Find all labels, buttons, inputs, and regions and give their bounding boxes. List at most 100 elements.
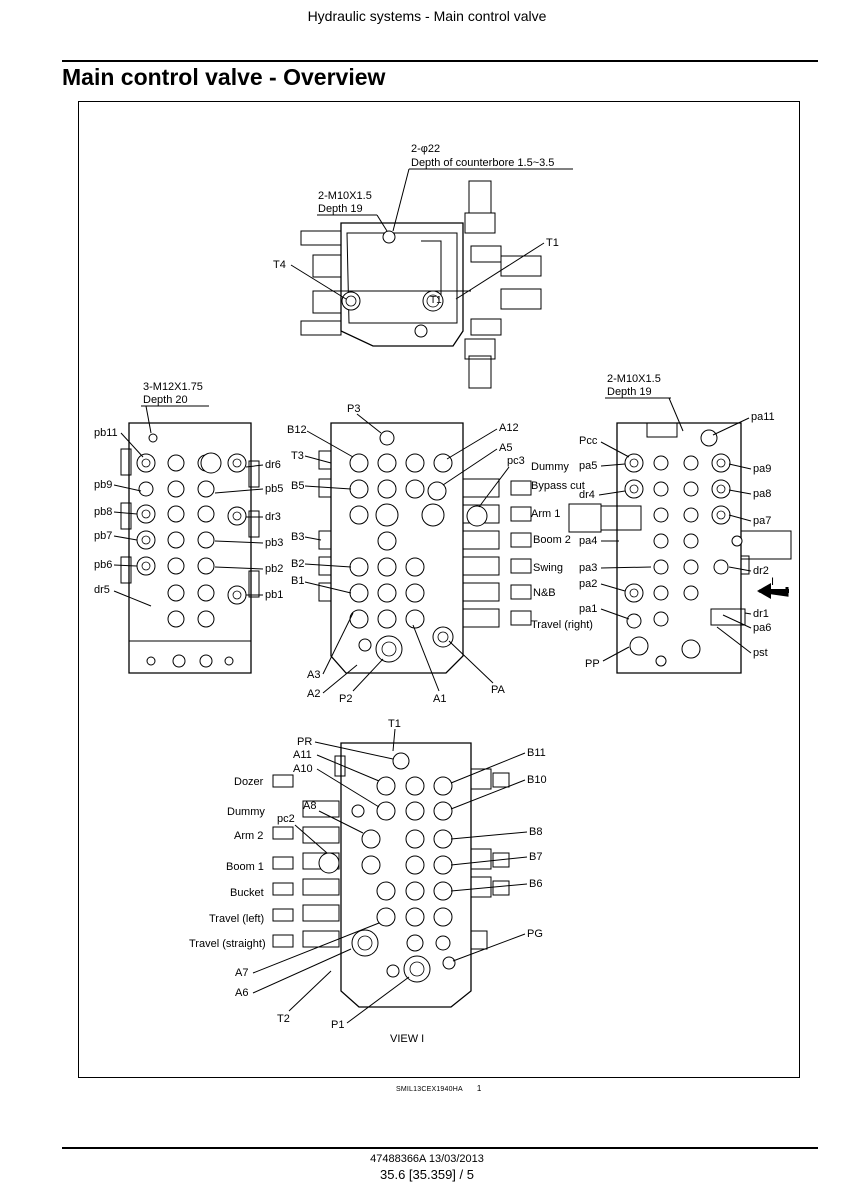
left-label-dr6: dr6: [265, 459, 281, 471]
view-arrow-head-icon: [757, 583, 771, 599]
left-label-pb9: pb9: [94, 479, 112, 491]
front-label-b2: B2: [291, 558, 304, 570]
bottom-label-a8: A8: [303, 800, 316, 812]
bottom-function-arm-2: Arm 2: [234, 830, 263, 842]
front-function-travel-right: Travel (right): [531, 619, 593, 631]
bottom-label-b11: B11: [527, 747, 546, 759]
front-label-p2: P2: [339, 693, 352, 705]
figure-caption: SMIL13CEX1940HA 1: [396, 1084, 481, 1093]
left-label-pb8: pb8: [94, 506, 112, 518]
left-label-pb7: pb7: [94, 530, 112, 542]
left-label-pb6: pb6: [94, 559, 112, 571]
right-label-pa2: pa2: [579, 578, 597, 590]
bottom-function-dozer: Dozer: [234, 776, 264, 788]
top-note-bore: 2-φ22: [411, 143, 440, 155]
bottom-label-b6: B6: [529, 878, 542, 890]
right-label-pa3: pa3: [579, 562, 597, 574]
page-title: Main control valve - Overview: [62, 64, 386, 90]
bottom-label-pg: PG: [527, 928, 543, 940]
right-label-pa6: pa6: [753, 622, 771, 634]
front-label-pc3: pc3: [507, 455, 525, 467]
right-label-pa8: pa8: [753, 488, 771, 500]
left-label-pb11: pb11: [94, 427, 118, 439]
running-head: Hydraulic systems - Main control valve: [307, 8, 547, 24]
right-label-pa9: pa9: [753, 463, 771, 475]
bottom-label-b8: B8: [529, 826, 542, 838]
bottom-label-p1: P1: [331, 1019, 344, 1031]
bottom-label-t2: T2: [277, 1013, 290, 1025]
bottom-function-boom-1: Boom 1: [226, 861, 264, 873]
top-port-t1: T1: [430, 295, 442, 306]
front-function-arm-1: Arm 1: [531, 508, 560, 520]
title-rule: [62, 60, 818, 62]
right-label-i: I: [771, 576, 774, 588]
bottom-label-t1: T1: [388, 718, 401, 730]
bottom-view-caption: VIEW I: [390, 1033, 424, 1045]
front-function-list: Dummy Bypass cut Arm 1 Boom 2 Swing N&B …: [531, 461, 593, 631]
bottom-label-a10: A10: [293, 763, 313, 775]
bottom-function-bucket: Bucket: [230, 887, 264, 899]
bottom-function-list: Dozer Dummy Arm 2 Boom 1 Bucket Travel (…: [189, 776, 266, 950]
front-function-bypass-cut: Bypass cut: [531, 480, 585, 492]
front-label-pa: PA: [491, 684, 506, 696]
left-label-pb2: pb2: [265, 563, 283, 575]
hydraulic-valve-drawing: T1 2-φ22 Depth of counterbore 1.5~3.5 2-…: [94, 143, 792, 1045]
right-label-pa1: pa1: [579, 603, 597, 615]
front-label-b1: B1: [291, 575, 304, 587]
front-label-b12: B12: [287, 424, 307, 436]
right-note-thread: 2-M10X1.5: [607, 373, 661, 385]
right-view: 2-M10X1.5 Depth 19 pa11 Pcc pa5 dr4 pa4 …: [568, 373, 792, 674]
left-note-depth: Depth 20: [143, 394, 188, 406]
bottom-label-pc2: pc2: [277, 813, 295, 825]
front-label-a2: A2: [307, 688, 320, 700]
bottom-label-b10: B10: [527, 774, 547, 786]
front-function-boom-2: Boom 2: [533, 534, 571, 546]
left-label-dr5: dr5: [94, 584, 110, 596]
front-label-a1: A1: [433, 693, 446, 705]
front-label-p3: P3: [347, 403, 360, 415]
footer-rule: [62, 1147, 818, 1149]
left-label-dr3: dr3: [265, 511, 281, 523]
bottom-label-b7: B7: [529, 851, 542, 863]
right-label-pa7: pa7: [753, 515, 771, 527]
right-label-dr1: dr1: [753, 608, 769, 620]
top-label-t4: T4: [273, 259, 286, 271]
front-label-t3: T3: [291, 450, 304, 462]
footer-doc-ref: 47488366A 13/03/2013: [370, 1153, 484, 1165]
right-note-depth: Depth 19: [607, 386, 652, 398]
front-view: P3 B12 T3 B5 B3 B2 B1 A3 A2 P2 A1 PA A12…: [287, 403, 593, 705]
bottom-label-a6: A6: [235, 987, 248, 999]
left-note-thread: 3-M12X1.75: [143, 381, 203, 393]
front-label-a5: A5: [499, 442, 512, 454]
footer-page-ref: 35.6 [35.359] / 5: [380, 1167, 474, 1182]
left-label-pb3: pb3: [265, 537, 283, 549]
right-label-pst: pst: [753, 647, 768, 659]
right-label-pa11: pa11: [751, 411, 775, 423]
right-label-dr2: dr2: [753, 565, 769, 577]
figure-code: SMIL13CEX1940HA: [396, 1086, 463, 1093]
front-function-dummy: Dummy: [531, 461, 569, 473]
front-label-b3: B3: [291, 531, 304, 543]
left-label-pb1: pb1: [265, 589, 283, 601]
figure-number: 1: [476, 1084, 482, 1093]
top-note-depth: Depth 19: [318, 203, 363, 215]
left-view: 3-M12X1.75 Depth 20 pb11 pb9 pb8 pb7 pb6…: [94, 381, 283, 674]
bottom-function-travel-left: Travel (left): [209, 913, 264, 925]
bottom-label-pr: PR: [297, 736, 312, 748]
bottom-label-a11: A11: [293, 749, 312, 761]
right-label-dr4: dr4: [579, 489, 595, 501]
right-label-pp: PP: [585, 658, 600, 670]
left-label-pb5: pb5: [265, 483, 283, 495]
front-label-b5: B5: [291, 480, 304, 492]
bottom-view: T1 PR A11 A10 A8 pc2 B11 B10 B8 B7 B6 PG…: [189, 718, 547, 1045]
top-note-counterbore: Depth of counterbore 1.5~3.5: [411, 157, 554, 169]
right-label-pa5: pa5: [579, 460, 597, 472]
front-label-a12: A12: [499, 422, 519, 434]
top-note-thread: 2-M10X1.5: [318, 190, 372, 202]
figure-frame: T1 2-φ22 Depth of counterbore 1.5~3.5 2-…: [78, 101, 800, 1078]
right-label-pa4: pa4: [579, 535, 597, 547]
bottom-function-travel-straight: Travel (straight): [189, 938, 266, 950]
top-view: T1 2-φ22 Depth of counterbore 1.5~3.5 2-…: [273, 143, 573, 389]
front-function-swing: Swing: [533, 562, 563, 574]
front-function-n-and-b: N&B: [533, 587, 556, 599]
